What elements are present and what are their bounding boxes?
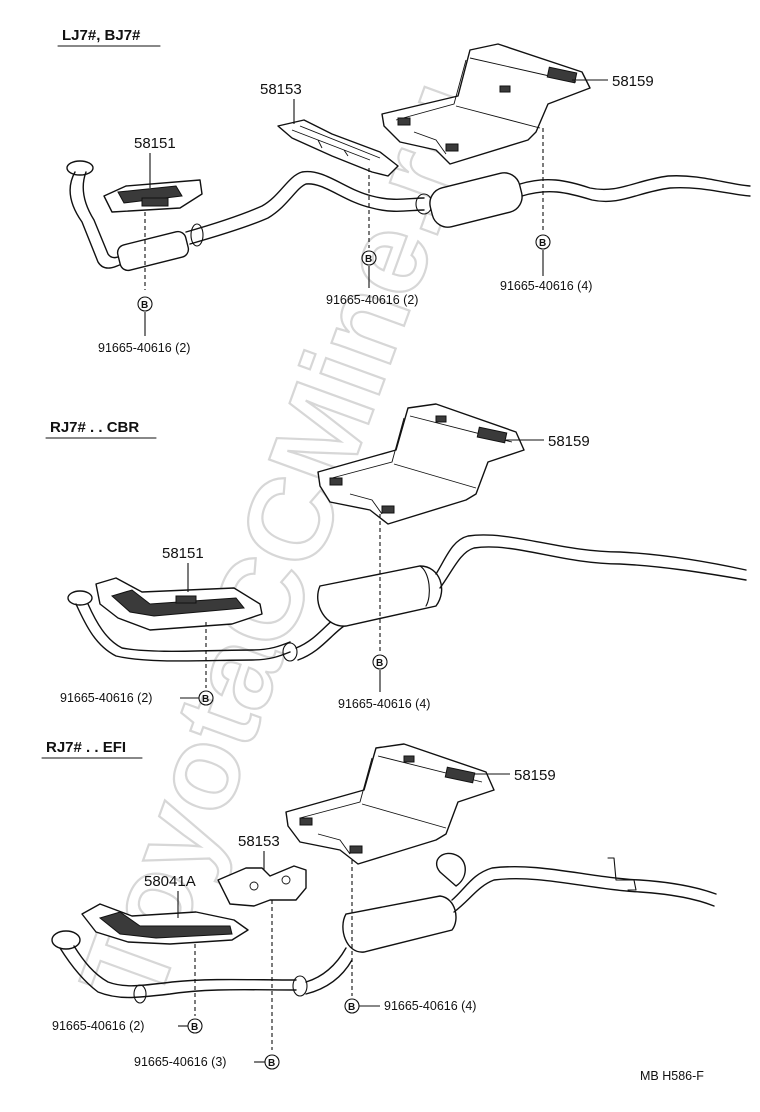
part-number-58151: 58151 — [162, 545, 204, 562]
part-number-58153: 58153 — [260, 81, 302, 98]
bolt-callout: 91665-40616 (2) — [52, 1019, 144, 1033]
insulator-58153 — [217, 865, 307, 907]
bolt-symbol: B — [264, 1054, 280, 1070]
bolt-symbol: B — [137, 296, 153, 312]
hanger-bracket — [435, 852, 466, 887]
part-number-58041A: 58041A — [144, 873, 196, 890]
insulator-58041A — [81, 903, 249, 945]
pipe-flange — [67, 590, 93, 606]
svg-text:B: B — [141, 300, 148, 311]
svg-text:B: B — [268, 1058, 275, 1069]
insulator-58159 — [381, 43, 591, 165]
pipe-flange — [66, 160, 94, 176]
bolt-symbol: B — [187, 1018, 203, 1034]
part-number-58153: 58153 — [238, 833, 280, 850]
section-title: RJ7# . . EFI — [46, 739, 126, 756]
exhaust-pipe — [66, 160, 751, 272]
svg-text:B: B — [539, 238, 546, 249]
main-muffler — [429, 172, 523, 228]
insulator-58151 — [95, 577, 263, 631]
bolt-symbol: B — [361, 250, 377, 266]
bolt-callout: 91665-40616 (2) — [326, 293, 418, 307]
bolt-callout: 91665-40616 (2) — [98, 341, 190, 355]
exhaust-pipe — [67, 534, 747, 662]
bolt-callout: 91665-40616 (4) — [338, 697, 430, 711]
pre-muffler — [116, 230, 190, 272]
section-title: LJ7#, BJ7# — [62, 27, 141, 44]
svg-text:B: B — [365, 254, 372, 265]
insulator-58159 — [317, 403, 525, 525]
bolt-callout: 91665-40616 (2) — [60, 691, 152, 705]
section-rj7-cbr: RJ7# . . CBR 58151 B 91665-40616 — [45, 403, 747, 711]
bolt-symbol: B — [372, 654, 388, 670]
svg-text:B: B — [348, 1002, 355, 1013]
insulator-58159 — [285, 743, 495, 865]
bolt-symbol: B — [344, 998, 360, 1014]
part-number-58151: 58151 — [134, 135, 176, 152]
insulator-58151 — [103, 179, 203, 213]
part-number-58159: 58159 — [514, 767, 556, 784]
section-lj7-bj7: LJ7#, BJ7# 58151 B — [57, 27, 751, 355]
section-title: RJ7# . . CBR — [50, 419, 139, 436]
pipe-flange — [51, 930, 81, 950]
bolt-symbol: B — [535, 234, 551, 250]
part-number-58159: 58159 — [548, 433, 590, 450]
main-muffler — [317, 565, 443, 627]
bolt-callout: 91665-40616 (4) — [500, 279, 592, 293]
bolt-callout: 91665-40616 (4) — [384, 999, 476, 1013]
svg-text:B: B — [376, 658, 383, 669]
part-number-58159: 58159 — [612, 73, 654, 90]
drawing-code: MB H586-F — [640, 1069, 704, 1083]
section-rj7-efi: RJ7# . . EFI 58041A B 9166 — [41, 739, 717, 1070]
bolt-callout: 91665-40616 (3) — [134, 1055, 226, 1069]
exhaust-pipe — [51, 852, 717, 1004]
insulator-58153 — [277, 119, 399, 177]
svg-text:B: B — [191, 1022, 198, 1033]
svg-text:B: B — [202, 694, 209, 705]
tail-hanger — [607, 857, 637, 891]
main-muffler — [342, 895, 457, 953]
